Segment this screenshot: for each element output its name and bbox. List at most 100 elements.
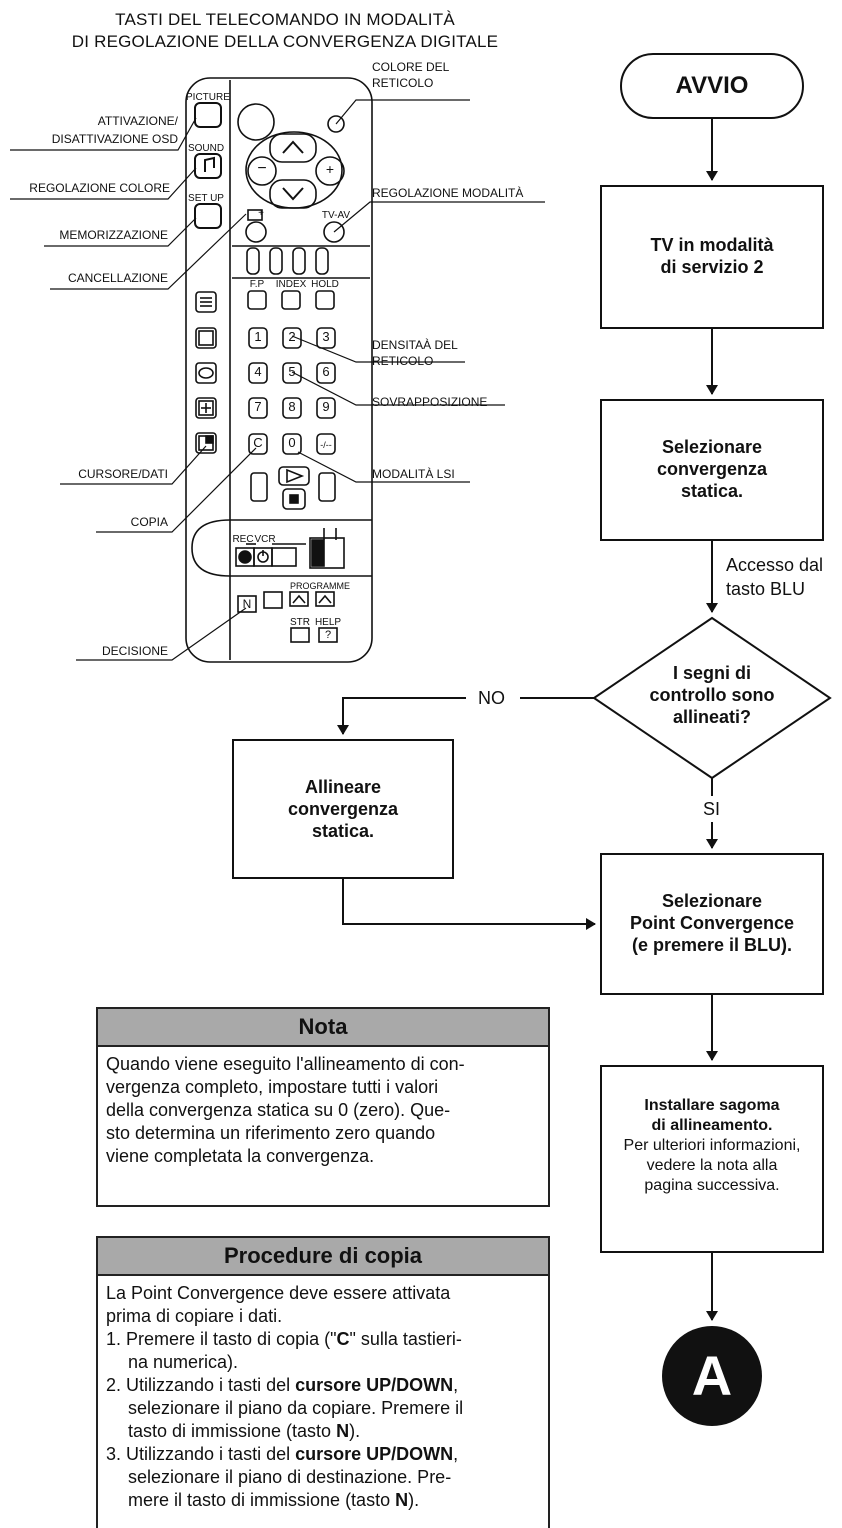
step1-text: 1. Premere il tasto di copia ("	[106, 1329, 337, 1349]
step-install-template	[600, 1065, 824, 1253]
point-line3: (e premere il BLU).	[631, 935, 793, 955]
copia-title: Procedure di copia	[98, 1238, 548, 1276]
callout-colore-1: COLORE DEL	[372, 60, 450, 74]
step2-bold: cursore UP/DOWN	[295, 1375, 454, 1395]
index-key-label: INDEX	[275, 279, 307, 290]
str-key-label: STR	[290, 617, 310, 628]
picture-key-label: PICTURE	[186, 92, 230, 103]
grid-color-button	[327, 115, 345, 133]
mode-adjust-key	[323, 221, 345, 243]
copia-body: La Point Convergence deve essere attivat…	[98, 1276, 548, 1520]
step2-text: tasto di immissione (tasto	[128, 1421, 337, 1441]
step2-text: ,	[453, 1375, 459, 1395]
cancel-leader	[50, 213, 247, 290]
align-line2: convergenza	[287, 799, 399, 819]
rec-key-label: REC	[232, 534, 254, 545]
numpad-key-dash: -/--	[320, 440, 332, 450]
align-line1: Allineare	[304, 777, 382, 797]
edge-no-label: NO	[474, 687, 509, 709]
step2-cont2: tasto di immissione (tasto N).	[106, 1420, 540, 1443]
callout-decisione: DECISIONE	[101, 644, 168, 658]
picture-key	[194, 102, 222, 128]
step1-bold: C	[336, 1329, 350, 1349]
install-line1: Installare sagoma	[644, 1097, 780, 1114]
numpad-key-9: 9	[322, 399, 330, 414]
callout-copia: COPIA	[130, 515, 168, 529]
copia-leader	[96, 447, 257, 533]
fp-key-label: F.P	[249, 279, 265, 290]
install-line3: Per ulteriori informazioni,	[623, 1137, 801, 1154]
step3-bold: N	[395, 1490, 409, 1510]
decision-line3: allineati?	[672, 707, 752, 727]
copia-step-3: 3. Utilizzando i tasti del cursore UP/DO…	[106, 1443, 540, 1466]
copia-step-1: 1. Premere il tasto di copia ("C" sulla …	[106, 1328, 540, 1351]
copia-step-2: 2. Utilizzando i tasti del cursore UP/DO…	[106, 1374, 540, 1397]
plus-key	[315, 156, 345, 186]
n-key-label: N	[242, 597, 252, 611]
step3-cont2: mere il tasto di immissione (tasto N).	[106, 1489, 540, 1512]
step2-bold: N	[336, 1421, 350, 1441]
callout-densita-1: DENSITAÀ DEL	[372, 338, 458, 352]
step3-bold: cursore UP/DOWN	[295, 1444, 454, 1464]
help-q-label: ?	[324, 629, 332, 641]
tvav-key-label: TV-AV	[321, 210, 351, 221]
callout-cursore-dati: CURSORE/DATI	[78, 467, 168, 481]
callout-sovrapposizione: SOVRAPPOSIZIONE	[372, 395, 488, 409]
step-service-mode-text: TV in modalità di servizio 2	[601, 234, 823, 278]
hold-key-label: HOLD	[311, 279, 339, 290]
align-line3: statica.	[311, 821, 375, 841]
copia-panel: Procedure di copia La Point Convergence …	[96, 1236, 550, 1528]
install-line5: pagina successiva.	[644, 1177, 780, 1194]
step-static-line1: Selezionare	[661, 437, 763, 457]
text-key	[195, 291, 217, 313]
nota-title: Nota	[98, 1009, 548, 1047]
programme-key-label: PROGRAMME	[290, 581, 351, 591]
plusbox-key-label: +	[258, 208, 264, 219]
plusbox-icon	[247, 209, 263, 221]
numpad-keys	[248, 327, 336, 455]
delete-key	[245, 221, 267, 243]
remote-control	[185, 77, 373, 663]
memo-leader	[44, 217, 197, 247]
step-static-line3: statica.	[680, 481, 744, 501]
install-line4: vedere la nota alla	[646, 1157, 778, 1174]
callout-osd-2: DISATTIVAZIONE OSD	[51, 132, 178, 146]
numpad-key-6: 6	[322, 364, 330, 379]
step3-text: ).	[408, 1490, 420, 1510]
step3-text: mere il tasto di immissione (tasto	[128, 1490, 396, 1510]
vcr-key-label: VCR	[254, 534, 276, 545]
decision-line2: controllo sono	[649, 685, 775, 705]
lower-panel-outline	[191, 519, 372, 577]
callout-cancellazione: CANCELLAZIONE	[67, 271, 168, 285]
up-chevron-icon	[282, 140, 304, 154]
step3-text: ,	[453, 1444, 459, 1464]
cursor-up-key	[269, 133, 317, 163]
callout-memorizzazione: MEMORIZZAZIONE	[59, 228, 168, 242]
nota-line: sto determina un riferimento zero quando	[106, 1123, 436, 1143]
copia-intro-line: prima di copiare i dati.	[106, 1306, 283, 1326]
osd-leader	[10, 117, 197, 151]
step-service-mode	[600, 185, 824, 329]
minus-key-label: −	[257, 160, 267, 177]
step-point-convergence	[600, 853, 824, 995]
numpad-key-7: 7	[254, 399, 262, 414]
callout-densita-2: RETICOLO	[372, 354, 434, 368]
step-install-template-text: Installare sagoma di allineamento. Per u…	[601, 1096, 823, 1196]
step-align-static-text: Allineare convergenza statica.	[233, 776, 453, 842]
connector-a: A	[662, 1326, 762, 1426]
numpad-key-c: C	[253, 435, 263, 450]
help-key-label: HELP	[314, 617, 342, 628]
remote-power-button	[237, 103, 275, 141]
callout-regolazione-modalita: REGOLAZIONE MODALITÀ	[372, 186, 524, 200]
note-icon	[204, 156, 215, 172]
remote-title-line2: DI REGOLAZIONE DELLA CONVERGENZA DIGITAL…	[71, 32, 499, 51]
numpad-key-4: 4	[254, 364, 262, 379]
callout-lines	[10, 99, 545, 661]
callout-colore-2: RETICOLO	[372, 76, 434, 90]
step2-text: 2. Utilizzando i tasti del	[106, 1375, 296, 1395]
callout-regolazione-colore: REGOLAZIONE COLORE	[29, 181, 170, 195]
mix-key	[195, 362, 217, 384]
setup-key-label: SET UP	[188, 193, 224, 204]
densita-leader	[291, 335, 465, 363]
sovrap-leader	[291, 371, 505, 406]
